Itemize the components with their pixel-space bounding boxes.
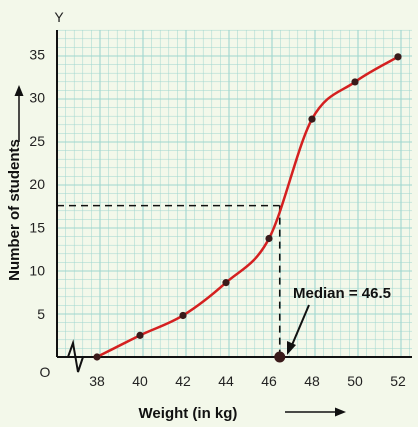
x-tick-label: 50 <box>347 373 363 389</box>
y-tick-label: 35 <box>29 46 45 62</box>
data-point <box>265 234 273 243</box>
data-point <box>136 331 144 339</box>
origin-label: O <box>40 364 51 380</box>
y-tick-label: 15 <box>29 219 45 235</box>
y-axis-letter: Y <box>54 9 64 25</box>
x-tick-label: 38 <box>89 373 105 389</box>
x-axis-title: Weight (in kg) <box>139 405 238 422</box>
data-point <box>351 78 359 86</box>
x-tick-label: 48 <box>304 373 320 389</box>
median-annotation: Median = 46.5 <box>287 285 391 355</box>
data-point <box>93 353 101 361</box>
y-tick-label: 10 <box>29 263 45 279</box>
x-tick-label: 46 <box>261 373 277 389</box>
x-arrow-head-icon <box>335 407 346 417</box>
y-axis-title-group: Number of students <box>6 85 24 281</box>
grid <box>56 29 412 358</box>
median-pointer-arrow-icon <box>287 341 296 355</box>
median-point <box>274 351 286 363</box>
x-tick-label: 44 <box>218 373 234 389</box>
y-tick-label: 25 <box>29 133 45 149</box>
x-tick-label: 40 <box>132 373 148 389</box>
y-arrow-head-icon <box>14 85 24 96</box>
x-tick-label: 52 <box>390 373 406 389</box>
data-points <box>93 53 402 363</box>
x-axis-title-group: Weight (in kg) <box>139 405 346 422</box>
ogive-curve <box>96 55 399 359</box>
y-tick-label: 30 <box>29 90 45 106</box>
y-tick-label: 5 <box>37 306 45 322</box>
median-label: Median = 46.5 <box>293 285 391 302</box>
data-point <box>222 279 230 287</box>
data-point <box>308 115 316 123</box>
y-axis-title: Number of students <box>6 139 23 281</box>
axis-break-icon <box>60 339 84 373</box>
median-pointer-line <box>291 304 310 346</box>
data-point <box>179 311 187 320</box>
data-point <box>394 53 402 61</box>
tick-labels: 38 40 42 44 46 48 50 52 5 10 15 20 25 30 35 <box>29 46 406 389</box>
median-guides <box>57 204 281 357</box>
axes: Y O <box>40 9 412 380</box>
x-tick-label: 42 <box>175 373 191 389</box>
y-tick-label: 20 <box>29 176 45 192</box>
